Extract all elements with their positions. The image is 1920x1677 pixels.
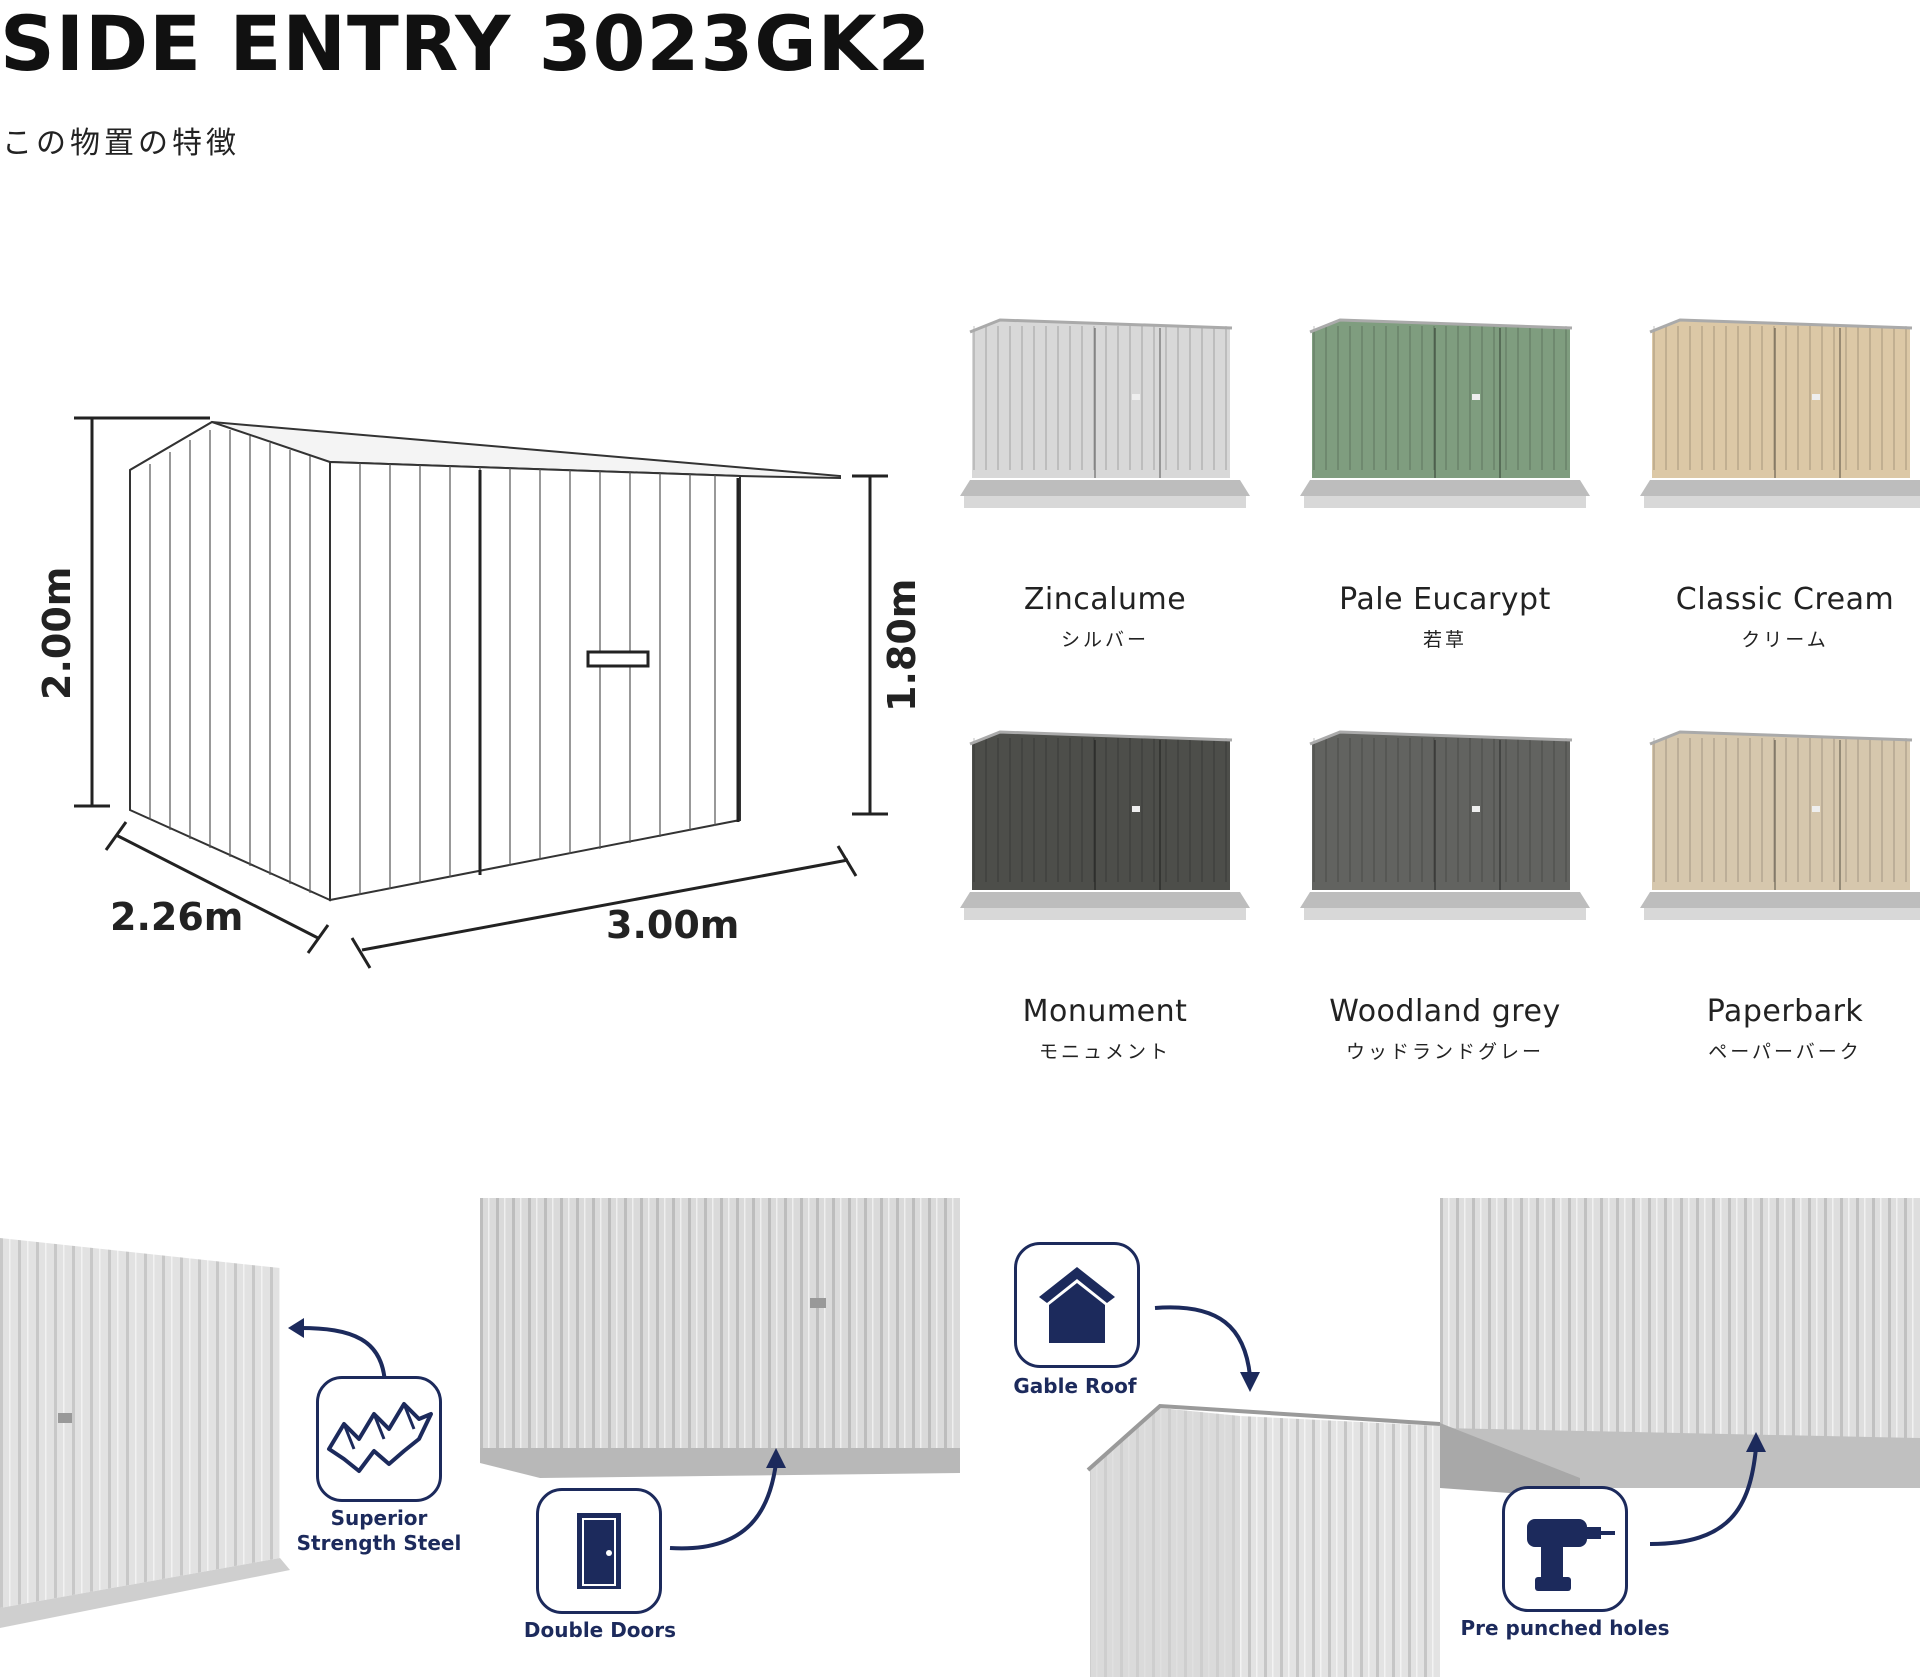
roof-badge [1014,1242,1140,1368]
steel-label: Superior Strength Steel [296,1506,462,1555]
dim-depth: 2.26m [110,895,243,939]
holes-shed-photo [1440,1198,1920,1498]
color-swatch: Paperbark ペーパーバーク [1640,722,1920,1064]
color-name: Woodland grey [1329,994,1561,1029]
doors-shed-photo [480,1198,960,1478]
shed-color-preview [1640,318,1920,508]
doors-arrow [669,1448,786,1551]
steel-badge [316,1376,442,1502]
color-swatch: Woodland grey ウッドランドグレー [1300,722,1590,1064]
color-name-jp: 若草 [1422,629,1467,651]
dim-height-total: 2.00m [35,567,79,700]
color-name: Zincalume [1023,582,1187,617]
feature-panel-holes: Pre punched holes [1440,1198,1920,1677]
feature-panel-steel: Superior Strength Steel [0,1198,480,1677]
feature-panel-doors: Double Doors [480,1198,960,1677]
page-subtitle: この物置の特徴 [2,126,240,161]
color-swatch: Classic Cream クリーム [1640,310,1920,652]
color-name: Pale Eucarypt [1339,582,1551,617]
holes-arrow [1649,1432,1766,1546]
dimension-drawing: 2.00m 1.80m 2.26m 3.00m [35,416,924,969]
feature-panel-roof: Gable Roof [960,1198,1440,1677]
drill-icon [1527,1519,1615,1591]
dim-width: 3.00m [606,903,739,947]
dim-height-wall: 1.80m [880,579,924,712]
color-swatch: Monument モニュメント [960,722,1250,1064]
shed-color-preview [960,730,1250,920]
door-icon [577,1513,621,1589]
page-title: SIDE ENTRY 3023GK2 [0,0,932,88]
steel-shed-photo [0,1238,290,1628]
shed-color-preview [960,318,1250,508]
color-swatch: Pale Eucarypt 若草 [1300,310,1590,652]
house-icon [1039,1267,1115,1343]
roof-label: Gable Roof [1013,1374,1137,1398]
doors-label: Double Doors [523,1618,677,1642]
shed-color-preview [1640,730,1920,920]
color-name-jp: クリーム [1741,629,1829,651]
roof-arrow [1154,1305,1260,1392]
doors-badge [536,1488,662,1614]
holes-badge [1502,1486,1628,1612]
color-name: Paperbark [1706,994,1864,1029]
color-name-jp: シルバー [1060,629,1149,651]
color-name-jp: モニュメント [1038,1041,1171,1063]
color-name: Classic Cream [1675,582,1895,617]
shed-color-preview [1300,730,1590,920]
color-name: Monument [1022,994,1188,1029]
color-name-jp: ウッドランドグレー [1345,1041,1544,1063]
corrugated-steel-icon [327,1402,433,1473]
color-swatch: Zincalume シルバー [960,310,1250,652]
steel-arrow [288,1318,387,1389]
shed-color-preview [1300,318,1590,508]
roof-shed-photo [1086,1403,1440,1677]
color-name-jp: ペーパーバーク [1708,1041,1862,1063]
holes-label: Pre punched holes [1460,1616,1670,1640]
